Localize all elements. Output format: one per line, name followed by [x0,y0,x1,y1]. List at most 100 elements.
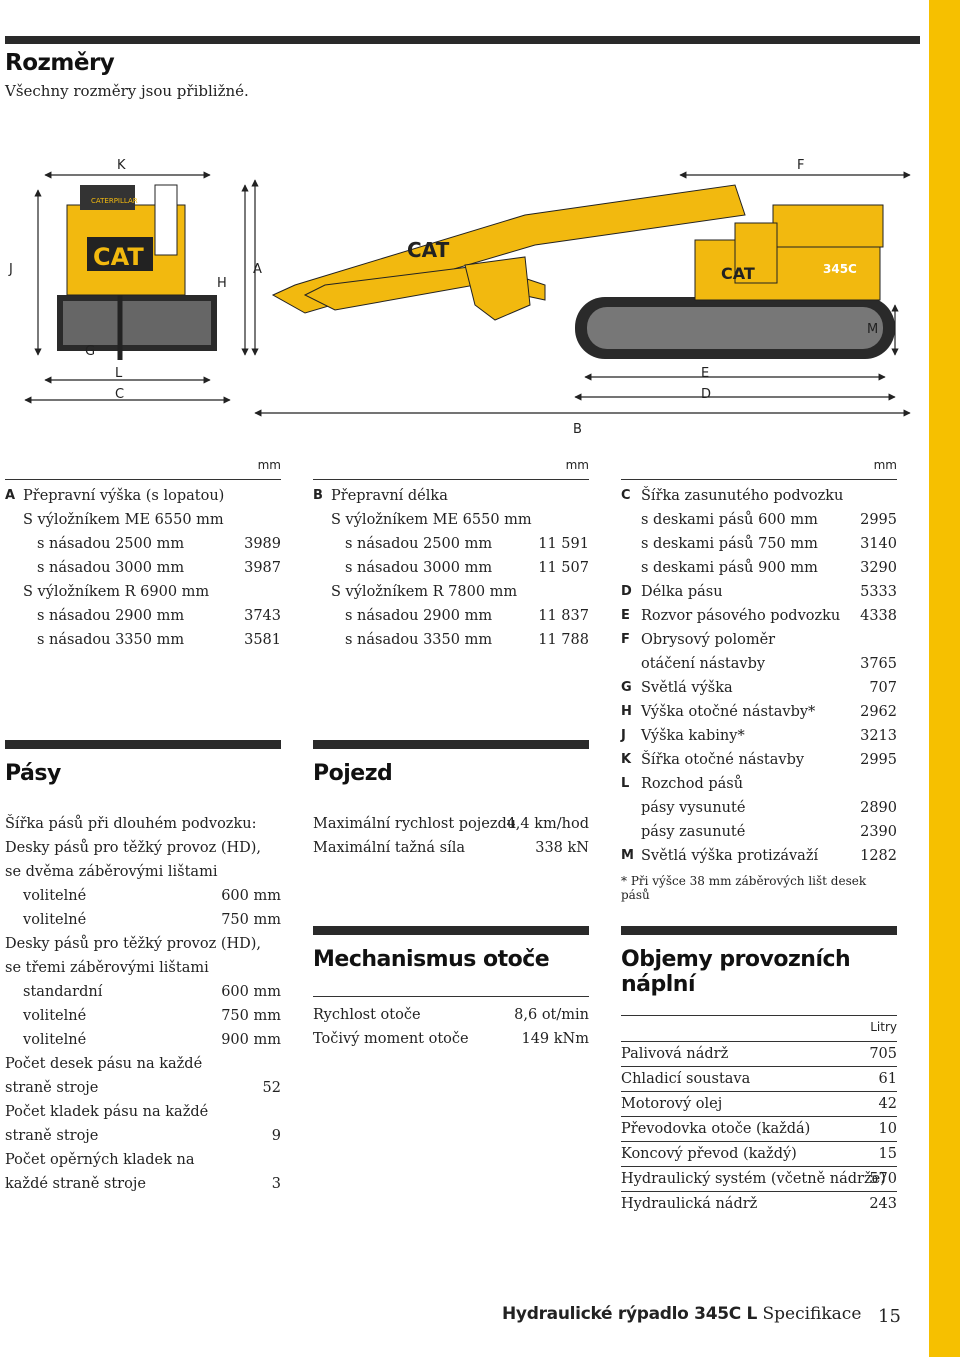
tracks-title: Pásy [5,761,61,786]
column-left: mm A Přepravní výška (s lopatou) S výlož… [5,458,281,652]
tracks-row: Počet opěrných kladek na [5,1152,195,1168]
tracks-row: Počet desek pásu na každé [5,1056,203,1072]
dim-label-m: M [867,322,878,337]
dim-label-b: B [573,422,582,435]
tracks-section: Pásy Šířka pásů při dlouhém podvozku: De… [5,740,281,1196]
fluid-row: Hydraulický systém (včetně nádrže)570 [621,1167,897,1192]
dim-label-k: K [117,158,126,173]
fluids-section: Objemy provozních náplní Litry Palivová … [621,926,897,1216]
dimension-row: S výložníkem R 7800 mm [331,584,518,600]
tracks-row: se třemi záběrovými lištami [5,960,209,976]
tracks-row: Desky pásů pro těžký provoz (HD), [5,840,262,856]
dimension-letter: B [313,488,323,503]
front-view-machine [57,184,217,360]
dim-label-a: A [253,262,262,277]
dim-label-g: G [85,344,95,359]
dimension-heading: B Přepravní délka [313,484,589,508]
fluids-title: Objemy provozních náplní [621,947,851,997]
tracks-row: Desky pásů pro těžký provoz (HD), [5,936,262,952]
dim-label-d: D [701,387,711,402]
footer-title-rest: Specifikace [757,1304,862,1324]
brand-small-label: CATERPILLAR [91,197,138,205]
section-rule [313,740,589,749]
footer-title: Hydraulické rýpadlo 345C L Specifikace [502,1304,861,1324]
dimension-title: Přepravní výška (s lopatou) [23,488,225,504]
fluid-row: Převodovka otoče (každá)10 [621,1117,897,1142]
yellow-side-band [929,0,960,1357]
side-view-machine [271,184,895,359]
section-rule [5,740,281,749]
dim-label-e: E [701,366,709,381]
brand-logo-front: CAT [93,243,144,271]
unit-label: mm [5,458,281,480]
dimension-row: S výložníkem ME 6550 mm [331,512,532,528]
excavator-dimension-diagram: CATERPILLAR CAT CAT CAT 345C K F J H A G… [8,158,911,435]
model-label: 345C [823,262,857,276]
top-rule [5,36,920,44]
dimension-row: S výložníkem ME 6550 mm [23,512,224,528]
dim-label-c: C [115,387,124,402]
unit-label: mm [313,458,589,480]
swing-title: Mechanismus otoče [313,947,550,972]
fluid-row: Koncový převod (každý)15 [621,1142,897,1167]
tracks-row: se dvěma záběrovými lištami [5,864,218,880]
section-rule [621,926,897,935]
dimension-letter: A [5,488,16,503]
dim-label-f: F [797,158,804,173]
dim-label-l: L [115,366,123,381]
dim-label-j: J [8,262,13,277]
page-title: Rozměry [5,50,115,76]
dimension-title: Přepravní délka [331,488,448,504]
footer-title-bold: Hydraulické rýpadlo 345C L [502,1304,758,1324]
dimension-heading: A Přepravní výška (s lopatou) [5,484,281,508]
footnote: * Při výšce 38 mm záběrových lišt desek … [621,874,867,902]
tracks-row: Šířka pásů při dlouhém podvozku: [5,816,257,832]
column-middle: mm B Přepravní délka S výložníkem ME 655… [313,458,589,652]
brand-logo-boom: CAT [407,238,450,262]
page-number: 15 [878,1306,901,1327]
unit-label: mm [621,458,897,480]
brand-logo-side: CAT [721,264,755,283]
